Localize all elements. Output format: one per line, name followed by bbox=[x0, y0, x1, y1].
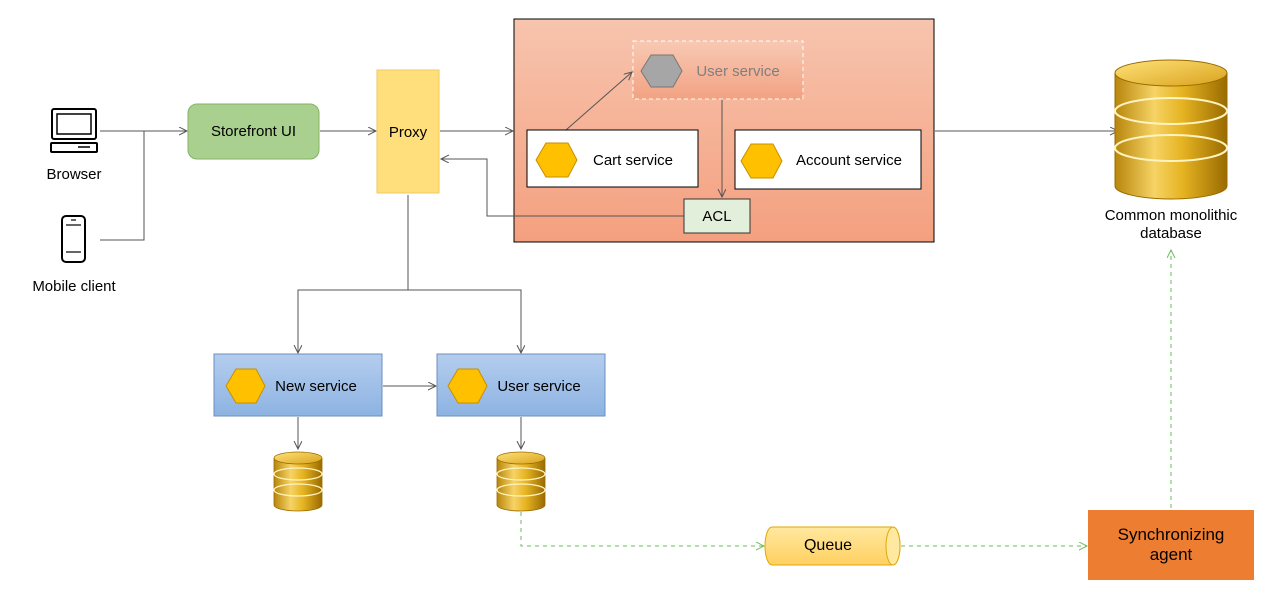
queue-box[interactable]: Queue bbox=[803, 537, 853, 554]
hexagon-service-icon bbox=[447, 368, 488, 404]
synchronizing-agent-box[interactable]: Synchronizing agent bbox=[1117, 525, 1225, 564]
database-icon bbox=[496, 451, 546, 512]
phone-icon bbox=[61, 215, 86, 263]
storefront-box-shape bbox=[187, 103, 320, 160]
hexagon-service-icon bbox=[535, 142, 578, 178]
acl-shape bbox=[683, 198, 751, 234]
hexagon-service-icon bbox=[640, 54, 683, 88]
mobile-client-label: Mobile client bbox=[32, 278, 116, 295]
queue-cylinder-icon bbox=[764, 526, 901, 566]
browser-label: Browser bbox=[46, 166, 102, 183]
cart-service-box[interactable]: Cart service bbox=[592, 151, 674, 169]
acl-box[interactable]: ACL bbox=[702, 207, 732, 225]
hexagon-service-icon bbox=[740, 143, 783, 179]
hexagon-service-icon bbox=[225, 368, 266, 404]
common-database-label: Common monolithic database bbox=[1104, 207, 1238, 242]
database-icon bbox=[273, 451, 323, 512]
proxy-box[interactable]: Proxy bbox=[388, 123, 428, 141]
proxy-box-shape bbox=[376, 69, 440, 194]
account-service-box[interactable]: Account service bbox=[796, 151, 902, 169]
laptop-icon bbox=[50, 108, 98, 153]
sync-agent-shape bbox=[1088, 510, 1254, 580]
database-icon bbox=[1114, 59, 1228, 200]
storefront-ui-box[interactable]: Storefront UI bbox=[210, 123, 297, 140]
user-service-box[interactable]: User service bbox=[497, 377, 581, 395]
ghost-user-service-label: User service bbox=[696, 62, 780, 80]
new-service-box[interactable]: New service bbox=[275, 377, 357, 395]
